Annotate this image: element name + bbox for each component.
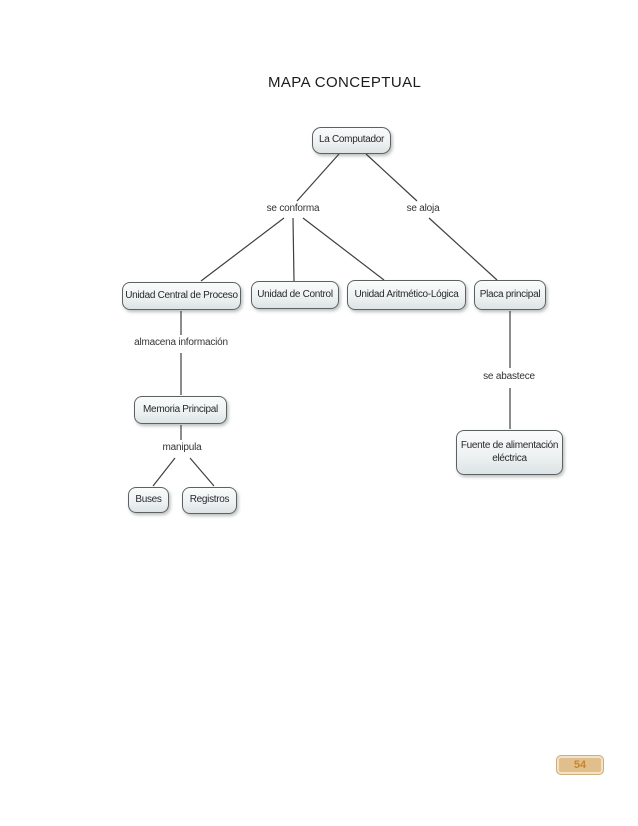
node-label: Buses: [135, 493, 162, 505]
node-buses: Buses: [128, 487, 169, 513]
node-unidad-de-control: Unidad de Control: [251, 281, 339, 309]
connector: [292, 217, 295, 282]
node-la-computador: La Computador: [312, 127, 391, 154]
node-unidad-central-de-proceso: Unidad Central de Proceso: [122, 282, 241, 310]
node-label: Memoria Principal: [143, 403, 218, 415]
link-label-se-aloja: se aloja: [406, 203, 440, 214]
link-label-se-abastece: se abastece: [483, 371, 535, 382]
node-label: Registros: [189, 494, 230, 506]
node-label: Fuente de alimentación eléctrica: [460, 440, 559, 464]
connector: [152, 457, 176, 487]
node-label: Unidad Aritmético-Lógica: [354, 288, 459, 300]
node-label: Unidad Central de Proceso: [125, 289, 238, 301]
node-placa-principal: Placa principal: [474, 280, 546, 310]
link-label-se-conforma: se conforma: [266, 203, 320, 214]
node-unidad-aritmetico-logica: Unidad Aritmético-Lógica: [347, 280, 466, 310]
connector: [302, 217, 385, 281]
page-title: MAPA CONCEPTUAL: [268, 74, 422, 91]
node-fuente-de-alimentacion-electrica: Fuente de alimentación eléctrica: [456, 430, 563, 475]
connector: [296, 153, 340, 202]
connector: [189, 457, 215, 487]
link-label-manipula: manipula: [162, 442, 202, 453]
connector: [365, 153, 418, 202]
node-label: Placa principal: [479, 288, 541, 300]
connector: [428, 217, 498, 281]
node-label: Unidad de Control: [257, 288, 333, 300]
node-label: La Computador: [318, 134, 385, 146]
link-label-almacena-informacion: almacena información: [134, 337, 228, 348]
node-registros: Registros: [182, 487, 237, 514]
connector: [200, 217, 285, 282]
page-number-badge: 54: [556, 755, 604, 775]
node-memoria-principal: Memoria Principal: [134, 396, 227, 424]
